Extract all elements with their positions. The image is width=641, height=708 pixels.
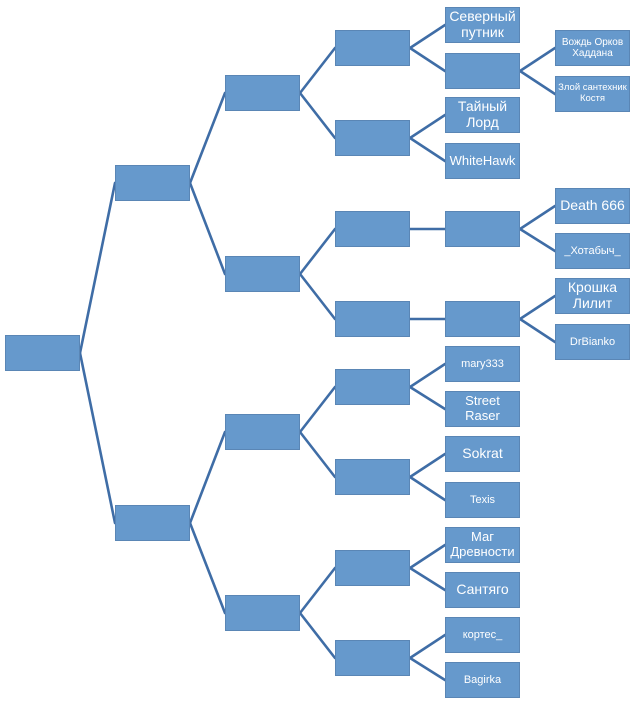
connector-line xyxy=(518,204,557,231)
connector-line xyxy=(298,46,337,95)
connector-line xyxy=(518,294,557,321)
bracket-box-r16-6 xyxy=(335,459,410,495)
bracket-box-r16-7 xyxy=(335,550,410,586)
bracket-box-r16-3 xyxy=(335,211,410,247)
connector-line xyxy=(518,46,557,73)
bracket-box-c5-2 xyxy=(445,53,520,89)
bracket-box-quarterfinal-3 xyxy=(225,414,300,450)
connector-line xyxy=(298,272,337,321)
bracket-box-semifinal-top xyxy=(115,165,190,201)
connector-line xyxy=(408,113,447,140)
player-vozhd-orkov: Вождь Орков Хаддана xyxy=(555,30,630,66)
bracket-box-r16-8 xyxy=(335,640,410,676)
connector-line xyxy=(408,566,447,592)
bracket-box-c5-5 xyxy=(445,211,520,247)
connector-line xyxy=(408,362,447,389)
connector-line xyxy=(298,566,337,615)
connector-line xyxy=(518,317,557,344)
bracket-box-r16-2 xyxy=(335,120,410,156)
bracket-box-final xyxy=(5,335,80,371)
player-severny-putnik: Северный путник xyxy=(445,7,520,43)
player-kroshka-lilit: Крошка Лилит xyxy=(555,278,630,314)
player-zloy-santehnik: Злой сантехник Костя xyxy=(555,76,630,112)
connector-line xyxy=(298,611,337,660)
connector-line xyxy=(188,91,227,185)
player-tayny-lord: Тайный Лорд xyxy=(445,97,520,133)
connector-line xyxy=(408,452,447,479)
player-bagirka: Bagirka xyxy=(445,662,520,698)
bracket-box-c5-6 xyxy=(445,301,520,337)
connector-line xyxy=(188,181,227,276)
connector-line xyxy=(408,475,447,502)
connector-line xyxy=(408,656,447,682)
connector-line xyxy=(408,136,447,163)
connector-line xyxy=(78,181,117,355)
bracket-box-quarterfinal-4 xyxy=(225,595,300,631)
connector-line xyxy=(78,351,117,525)
bracket-box-r16-5 xyxy=(335,369,410,405)
player-mag-drevnosti: Маг Древности xyxy=(445,527,520,563)
bracket-box-quarterfinal-1 xyxy=(225,75,300,111)
player-drbianko: DrBianko xyxy=(555,324,630,360)
connector-line xyxy=(518,227,557,253)
player-street-raser: Street Raser xyxy=(445,391,520,427)
connector-line xyxy=(188,521,227,615)
connector-line xyxy=(298,385,337,434)
connector-line xyxy=(188,430,227,525)
connector-line xyxy=(408,543,447,570)
bracket-box-quarterfinal-2 xyxy=(225,256,300,292)
player-death666: Death 666 xyxy=(555,188,630,224)
player-kortes: кортес_ xyxy=(445,617,520,653)
bracket-box-semifinal-bottom xyxy=(115,505,190,541)
player-texis: Texis xyxy=(445,482,520,518)
connector-line xyxy=(408,385,447,411)
player-whitehawk: WhiteHawk xyxy=(445,143,520,179)
connector-line xyxy=(298,227,337,276)
player-santyago: Сантяго xyxy=(445,572,520,608)
bracket-box-r16-4 xyxy=(335,301,410,337)
connector-line xyxy=(298,430,337,479)
player-mary333: mary333 xyxy=(445,346,520,382)
connector-line xyxy=(408,23,447,50)
connector-line xyxy=(518,69,557,96)
bracket-box-r16-1 xyxy=(335,30,410,66)
connector-line xyxy=(408,633,447,660)
player-hotabych: _Хотабыч_ xyxy=(555,233,630,269)
player-sokrat: Sokrat xyxy=(445,436,520,472)
connector-line xyxy=(408,46,447,73)
connector-line xyxy=(298,91,337,140)
